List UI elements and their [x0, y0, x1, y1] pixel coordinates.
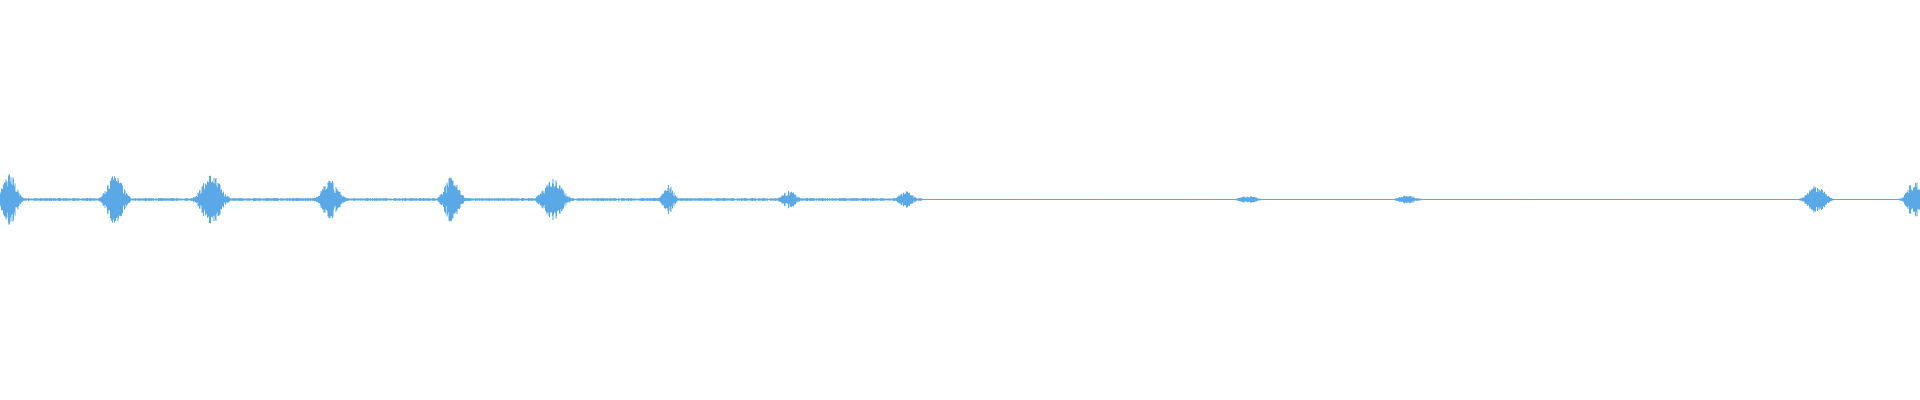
waveform-path	[0, 174, 1920, 225]
